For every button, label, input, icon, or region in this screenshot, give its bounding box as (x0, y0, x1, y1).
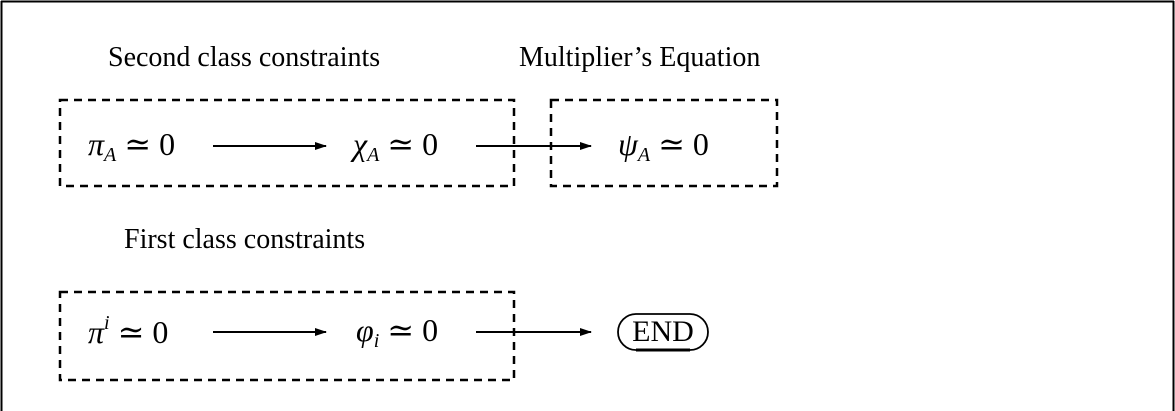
node-index: A (104, 144, 117, 166)
node-index: A (637, 144, 651, 166)
node-relation: ≃ (387, 126, 415, 162)
node-pi-A: πA ≃ 0 (88, 126, 176, 165)
node-value: 0 (159, 126, 176, 162)
node-relation: ≃ (124, 126, 152, 162)
node-value: 0 (692, 126, 709, 162)
node-value: 0 (152, 314, 169, 350)
second-class-box (58, 98, 516, 188)
multiplier-box (549, 98, 779, 188)
node-relation: ≃ (117, 314, 145, 350)
second-class-title: Second class constraints (108, 42, 381, 73)
node-index: i (104, 312, 110, 334)
node-symbol: φ (356, 312, 374, 348)
node-symbol: χ (353, 126, 368, 162)
node-psi-A: ψA ≃ 0 (618, 126, 709, 165)
end-node-label: END (632, 315, 694, 348)
node-index: i (373, 330, 380, 352)
node-phi-i: φi ≃ 0 (356, 312, 439, 351)
node-relation: ≃ (387, 312, 415, 348)
node-symbol: π (88, 126, 105, 162)
node-pi-i: πi ≃ 0 (88, 313, 169, 350)
node-index: A (367, 144, 380, 166)
node-chi-A: χA ≃ 0 (353, 126, 439, 165)
node-symbol: ψ (618, 126, 638, 162)
first-class-box (58, 290, 516, 382)
first-class-title: First class constraints (124, 224, 366, 255)
node-value: 0 (422, 312, 439, 348)
node-symbol: π (88, 314, 105, 350)
node-value: 0 (422, 126, 439, 162)
node-relation: ≃ (658, 126, 685, 162)
multiplier-title: Multiplier’s Equation (519, 42, 761, 73)
